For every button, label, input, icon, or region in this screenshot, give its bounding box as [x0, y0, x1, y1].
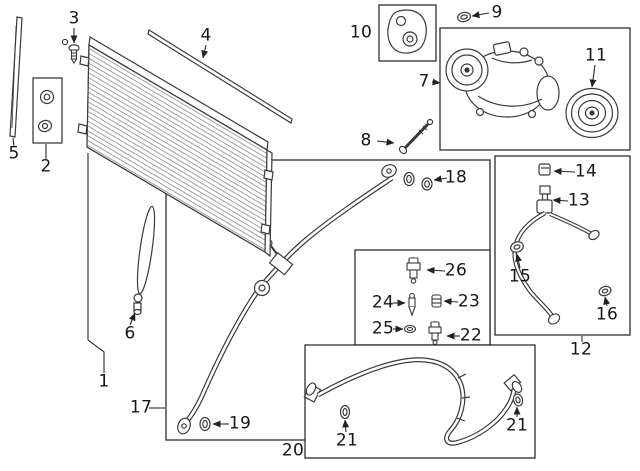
oring-25-illustration [403, 324, 417, 334]
liquid-line-illustration [177, 164, 397, 435]
callout-18: 18 [444, 167, 468, 188]
gasket-illustration [387, 9, 427, 54]
callout-8: 8 [360, 130, 372, 151]
group-box-suction-hose [304, 344, 536, 459]
callout-5: 5 [8, 143, 20, 164]
oring-9-illustration [456, 11, 472, 23]
callout-16: 16 [595, 304, 619, 325]
oring-19-illustration [199, 416, 211, 432]
callout-22: 22 [459, 325, 483, 346]
pressure-line-illustration [512, 163, 600, 325]
service-valve-22-illustration [428, 321, 442, 346]
receiver-drier-illustration [133, 205, 156, 316]
clutch-pulley-illustration [565, 87, 619, 139]
callout-13: 13 [567, 190, 591, 211]
valve-cap-23-illustration [431, 294, 442, 308]
group-box-service-valves [354, 249, 491, 346]
callout-4: 4 [200, 25, 212, 46]
callout-24: 24 [371, 292, 395, 313]
callout-25: 25 [371, 318, 395, 339]
upper-seal-strip-illustration [147, 29, 293, 124]
callout-19: 19 [228, 413, 252, 434]
leader-lines [12, 137, 583, 409]
suction-hose-illustration [303, 357, 523, 446]
service-valve-26-illustration [406, 257, 421, 284]
callout-7: 7 [418, 71, 430, 92]
callout-15: 15 [508, 266, 532, 287]
callout-1: 1 [98, 371, 110, 392]
callout-9: 9 [491, 2, 503, 23]
callout-20: 20 [281, 440, 305, 461]
callout-14: 14 [574, 161, 598, 182]
callout-12: 12 [569, 339, 593, 360]
oring-16-illustration [598, 285, 612, 297]
orings-18-illustration [403, 171, 433, 191]
callout-23: 23 [457, 291, 481, 312]
leader-arrows [70, 11, 611, 433]
condenser-illustration [77, 36, 274, 258]
oring-21-right-illustration [512, 393, 524, 407]
side-seal-strip-illustration [9, 16, 23, 138]
mounting-bolt-illustration [398, 118, 434, 155]
mounting-screw-illustration [61, 38, 80, 65]
callout-21-left: 21 [335, 430, 359, 451]
callout-6: 6 [124, 323, 136, 344]
oring-21-left-illustration [339, 404, 351, 420]
oring-15-illustration [510, 241, 524, 253]
compressor-illustration [445, 41, 560, 119]
callout-11: 11 [584, 45, 608, 66]
callout-26: 26 [444, 260, 468, 281]
callout-17: 17 [129, 397, 153, 418]
callout-3: 3 [68, 8, 80, 29]
callout-2: 2 [40, 156, 52, 177]
grommet-kit-illustration [32, 77, 63, 144]
callout-21-right: 21 [505, 415, 529, 436]
valve-core-24-illustration [408, 293, 416, 317]
callout-10: 10 [349, 22, 373, 43]
